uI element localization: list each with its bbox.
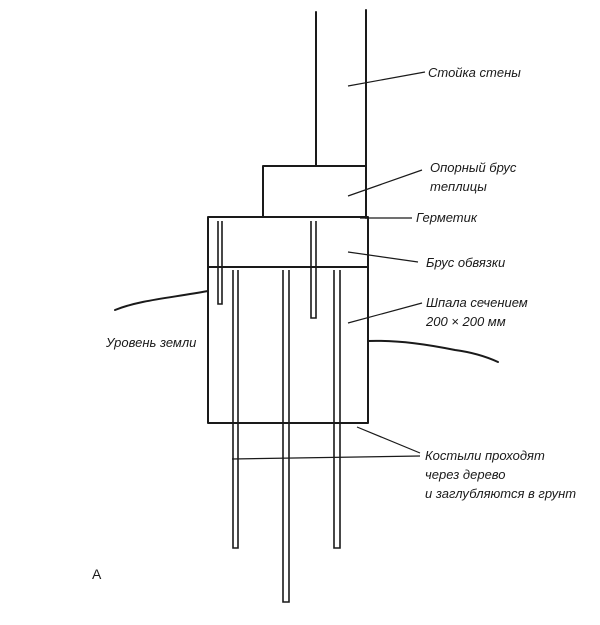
label-ground-level: Уровень земли	[106, 335, 197, 350]
leader-spikes-lower	[231, 455, 421, 460]
spike-short-right	[310, 221, 317, 319]
ground-line-right	[367, 339, 499, 363]
label-spikes: Костыли проходят через дерево и заглубля…	[425, 448, 577, 501]
spike-long-right	[333, 270, 341, 549]
leader-wall-post	[347, 71, 426, 87]
label-sleeper: Шпала сечением 200 × 200 мм	[426, 295, 528, 329]
wall-post	[315, 9, 367, 219]
label-sealant: Герметик	[416, 210, 478, 225]
spike-long-center	[282, 270, 290, 603]
spike-short-left	[217, 221, 223, 305]
leader-strapping-beam	[347, 251, 419, 263]
label-support-beam: Опорный брус теплицы	[430, 160, 517, 194]
spike-long-left	[232, 270, 239, 549]
figure-letter: А	[92, 566, 102, 582]
label-wall-post: Стойка стены	[428, 65, 521, 80]
label-strapping-beam: Брус обвязки	[426, 255, 506, 270]
sleeper	[207, 266, 369, 424]
leader-support-beam	[347, 169, 423, 197]
leader-spikes-upper	[356, 426, 421, 454]
leader-sleeper	[347, 302, 423, 324]
support-beam	[262, 165, 367, 218]
ground-line-left	[114, 290, 209, 311]
strapping-beam	[207, 216, 369, 268]
